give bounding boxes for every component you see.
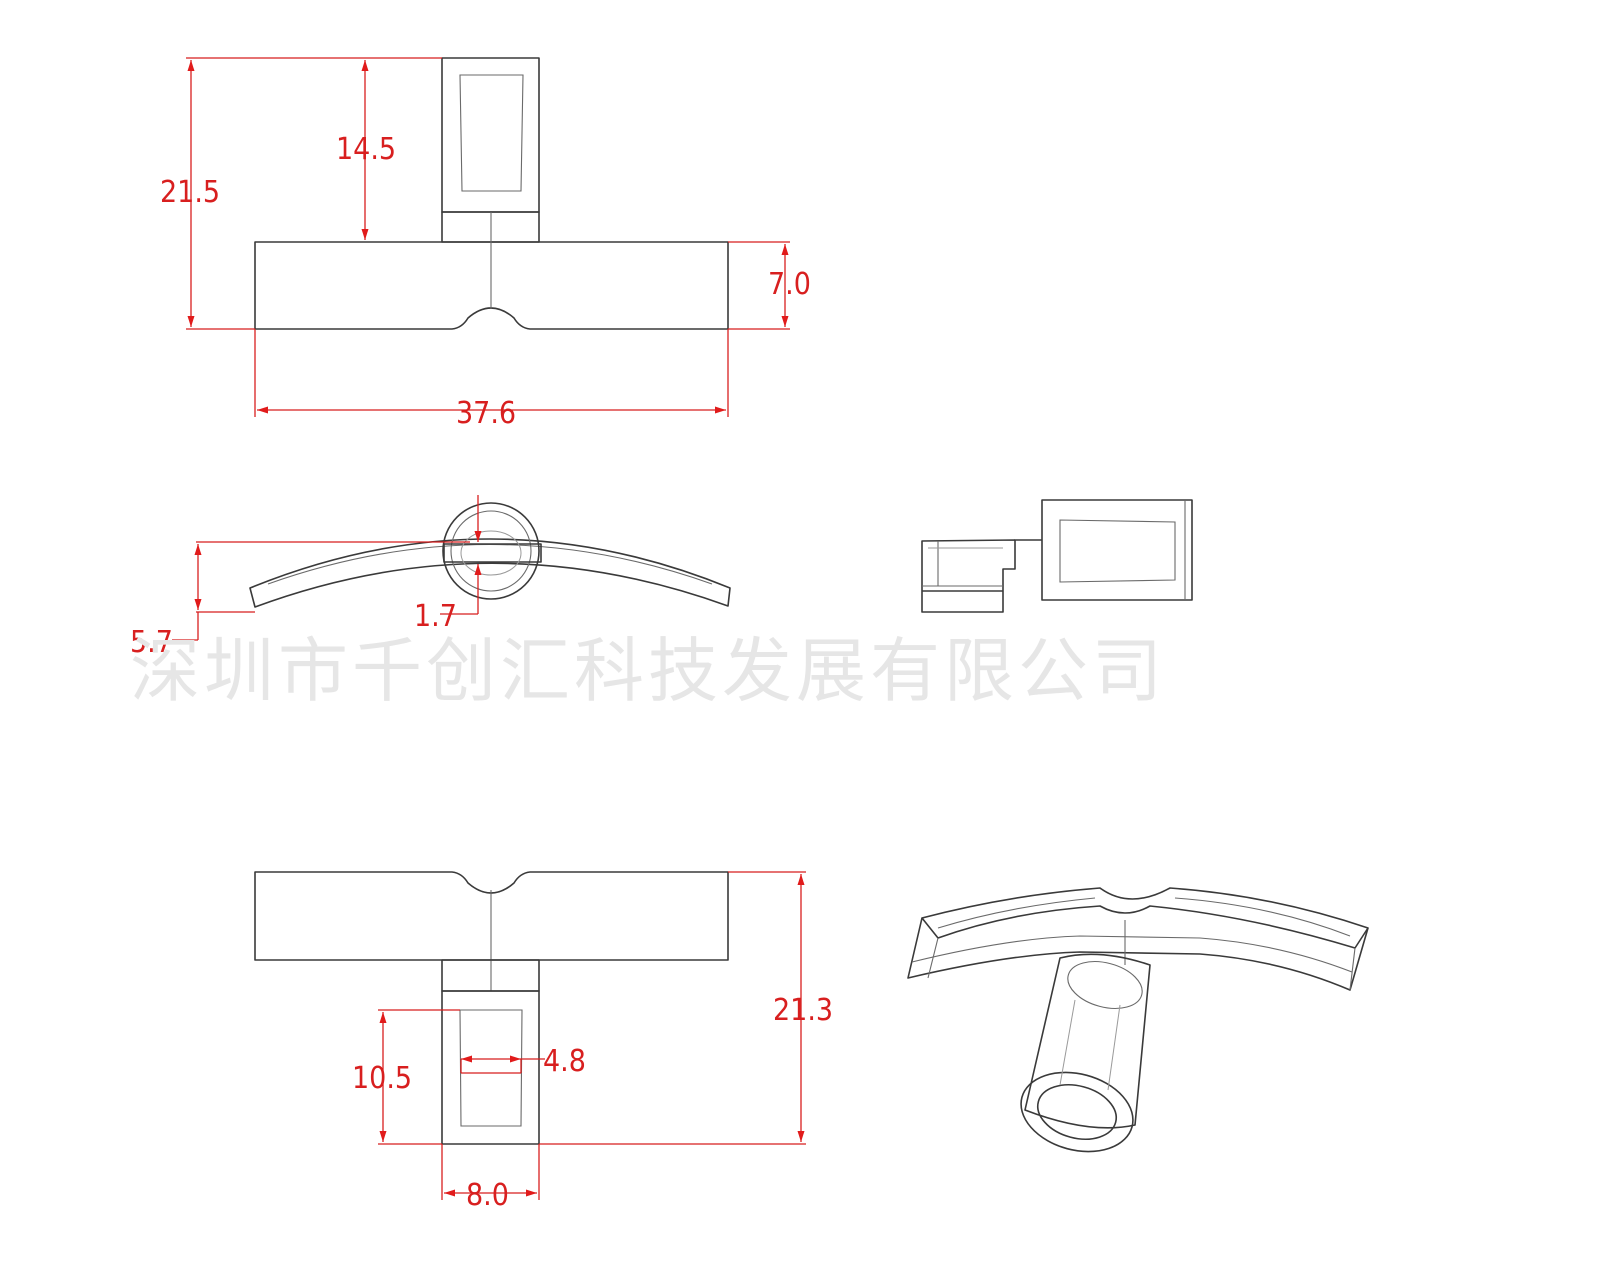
dim-bottom-bore-width: 4.8 bbox=[543, 1044, 586, 1079]
iso-stem-top bbox=[1067, 961, 1143, 1009]
iso-stem-end-inner bbox=[1036, 1084, 1118, 1140]
top-view bbox=[249, 502, 731, 608]
dim-front-stem-height: 14.5 bbox=[336, 132, 396, 167]
bottom-stem bbox=[441, 990, 540, 1145]
front-view bbox=[254, 57, 729, 330]
front-dimensions: 21.5 14.5 7.0 37.6 bbox=[160, 57, 811, 431]
dim-top-curve-rise: 5.7 bbox=[130, 625, 173, 660]
isometric-view bbox=[907, 887, 1369, 1153]
side-body bbox=[1041, 499, 1193, 601]
iso-arm-front bbox=[907, 917, 1369, 991]
front-bar bbox=[254, 241, 729, 330]
iso-arm-top bbox=[921, 887, 1369, 949]
bottom-bar bbox=[254, 871, 729, 961]
top-curved-bar bbox=[249, 538, 731, 608]
front-stem bbox=[441, 57, 540, 213]
dim-front-bar-height: 7.0 bbox=[768, 267, 811, 302]
dim-front-total-height: 21.5 bbox=[160, 175, 220, 210]
dim-bottom-total-height: 21.3 bbox=[773, 993, 833, 1028]
front-stem-inner bbox=[459, 74, 524, 192]
top-slot bbox=[443, 543, 542, 563]
top-boss-outer bbox=[442, 502, 540, 600]
side-view bbox=[921, 499, 1193, 613]
iso-stem-body bbox=[1024, 953, 1151, 1129]
bottom-view bbox=[254, 871, 729, 1145]
dim-top-thickness: 1.7 bbox=[414, 599, 457, 634]
side-bar bbox=[921, 539, 1042, 613]
dim-bottom-stem-height: 10.5 bbox=[352, 1061, 412, 1096]
top-dimensions: 5.7 1.7 bbox=[130, 495, 482, 660]
top-boss-inner bbox=[450, 510, 532, 592]
iso-stem-end-outer bbox=[1020, 1071, 1134, 1153]
dim-bottom-stem-width: 8.0 bbox=[466, 1178, 509, 1213]
dim-front-bar-width: 37.6 bbox=[456, 396, 516, 431]
bottom-dimensions: 21.3 10.5 4.8 8.0 bbox=[352, 871, 833, 1213]
company-watermark: 深圳市千创汇科技发展有限公司 bbox=[130, 630, 1166, 712]
